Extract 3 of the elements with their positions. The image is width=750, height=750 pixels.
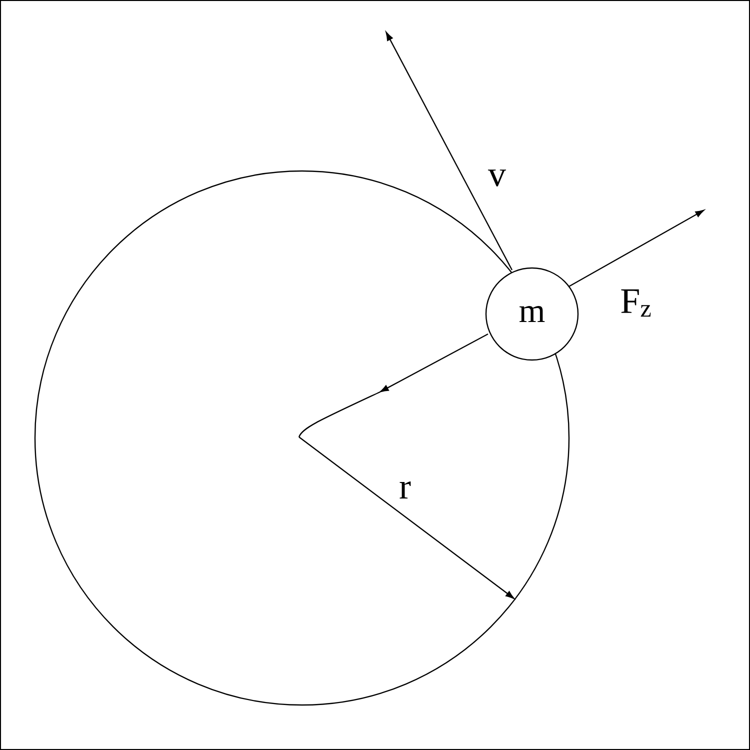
vector-label: v bbox=[488, 170, 506, 186]
vector-label: r bbox=[400, 482, 411, 498]
vector-label: F$_{z}$ bbox=[621, 289, 651, 317]
